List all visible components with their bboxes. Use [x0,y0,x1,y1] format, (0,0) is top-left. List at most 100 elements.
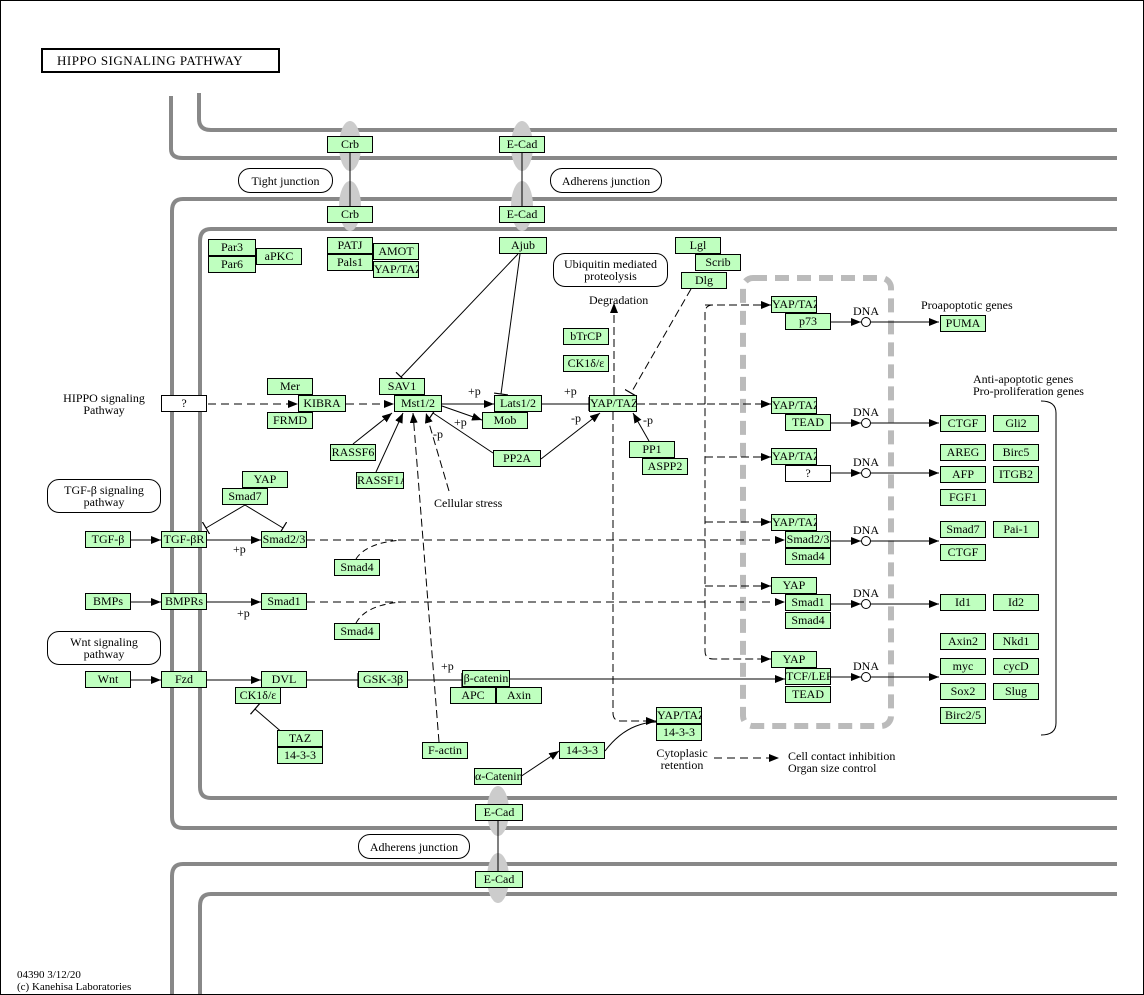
gene-dlg[interactable]: Dlg [681,272,727,289]
gene-n-yt1[interactable]: YAP/TAZ [771,296,817,313]
gene-taz[interactable]: TAZ [277,730,323,747]
gene-hippo-q[interactable]: ? [161,395,207,412]
gene-n-smad1[interactable]: Smad1 [785,594,831,611]
gene-pp2a[interactable]: PP2A [493,450,541,467]
gene-frmd[interactable]: FRMD [267,412,313,429]
gene-n-yap2[interactable]: YAP [771,651,817,668]
gene-gsk3b[interactable]: GSK-3β [358,671,408,688]
adherens-junction-link[interactable]: Adherens junction [550,168,662,193]
gene-smad4-a[interactable]: Smad4 [334,559,380,576]
gene-n-smad4b[interactable]: Smad4 [785,612,831,629]
gene-kibra[interactable]: KIBRA [298,395,346,412]
gene-ctgf1[interactable]: CTGF [940,415,986,432]
gene-yaptaz-amot[interactable]: YAP/TAZ [373,261,419,278]
gene-fgf1[interactable]: FGF1 [940,489,986,506]
gene-n-smad23[interactable]: Smad2/3 [785,531,831,548]
gene-wnt[interactable]: Wnt [85,671,131,688]
gene-axin[interactable]: Axin [496,687,542,704]
gene-lgl[interactable]: Lgl [675,237,721,254]
gene-ck1-b[interactable]: CK1δ/ε [235,687,281,704]
gene-ecad4[interactable]: E-Cad [475,871,523,888]
gene-smad7-t[interactable]: Smad7 [940,521,986,538]
gene-birc5[interactable]: Birc5 [993,444,1039,461]
gene-sox2[interactable]: Sox2 [940,683,986,700]
gene-yaptaz-1433[interactable]: YAP/TAZ [656,707,702,724]
gene-areg[interactable]: AREG [940,444,986,461]
gene-n-tead1[interactable]: TEAD [785,414,831,431]
gene-ajub[interactable]: Ajub [499,237,547,254]
gene-ecad1[interactable]: E-Cad [499,136,545,153]
gene-id2[interactable]: Id2 [993,594,1039,611]
gene-rassf1a[interactable]: RASSF1A [356,472,404,489]
gene-n-yt3[interactable]: YAP/TAZ [771,448,817,465]
gene-acat[interactable]: α-Catenin [474,768,522,785]
gene-n-yap1[interactable]: YAP [771,577,817,594]
gene-n-tead2[interactable]: TEAD [785,686,831,703]
gene-btrcp[interactable]: bTrCP [563,328,609,345]
gene-aspp2[interactable]: ASPP2 [642,458,688,475]
gene-bcat[interactable]: β-catenin [462,670,510,687]
wnt-pathway-link[interactable]: Wnt signaling pathway [47,631,161,665]
gene-mob[interactable]: Mob [482,412,528,429]
gene-nkd1[interactable]: Nkd1 [993,633,1039,650]
gene-yap-s7[interactable]: YAP [242,471,288,488]
gene-scrib[interactable]: Scrib [695,254,741,271]
adherens-junction-bottom-link[interactable]: Adherens junction [358,834,470,859]
gene-ck1-a[interactable]: CK1δ/ε [563,355,609,372]
gene-bmps[interactable]: BMPs [85,593,131,610]
gene-n-q[interactable]: ? [785,465,831,482]
tight-junction-link[interactable]: Tight junction [238,168,333,193]
gene-apc[interactable]: APC [450,687,496,704]
gene-lats[interactable]: Lats1/2 [494,395,542,412]
gene-pai1[interactable]: Pai-1 [993,521,1039,538]
gene-puma[interactable]: PUMA [940,315,986,332]
gene-pals1[interactable]: Pals1 [327,254,373,271]
gene-tgfbr[interactable]: TGF-βR [161,531,207,548]
ubiquitin-proteolysis-link[interactable]: Ubiquitin mediated proteolysis [553,253,668,287]
gene-slug[interactable]: Slug [993,683,1039,700]
gene-ecad2[interactable]: E-Cad [499,206,545,223]
gene-smad4-b[interactable]: Smad4 [334,623,380,640]
gene-ecad3[interactable]: E-Cad [475,804,523,821]
gene-p1433-b[interactable]: 14-3-3 [656,724,702,741]
gene-bmprs[interactable]: BMPRs [161,593,207,610]
gene-smad23[interactable]: Smad2/3 [261,531,307,548]
gene-itgb2[interactable]: ITGB2 [993,466,1039,483]
gene-sav1[interactable]: SAV1 [379,378,425,395]
gene-n-yt2[interactable]: YAP/TAZ [771,397,817,414]
gene-afp[interactable]: AFP [940,466,986,483]
gene-axin2[interactable]: Axin2 [940,633,986,650]
gene-tgfb[interactable]: TGF-β [85,531,131,548]
gene-fzd[interactable]: Fzd [161,671,207,688]
gene-birc25[interactable]: Birc2/5 [940,707,986,724]
gene-crb1[interactable]: Crb [327,136,373,153]
gene-n-smad4a[interactable]: Smad4 [785,548,831,565]
gene-crb2[interactable]: Crb [327,206,373,223]
gene-n-p73[interactable]: p73 [785,313,831,330]
gene-n-yt4[interactable]: YAP/TAZ [771,514,817,531]
gene-patj[interactable]: PATJ [327,237,373,254]
gene-par3[interactable]: Par3 [208,239,256,256]
gene-dvl[interactable]: DVL [261,671,307,688]
gene-p1433-a[interactable]: 14-3-3 [277,747,323,764]
gene-cycd[interactable]: cycD [993,658,1039,675]
gene-yaptaz-main[interactable]: YAP/TAZ [589,395,637,412]
gene-pp1[interactable]: PP1 [629,441,675,458]
tgfb-pathway-link[interactable]: TGF-β signaling pathway [47,479,161,513]
gene-smad1[interactable]: Smad1 [261,593,307,610]
gene-rassf6[interactable]: RASSF6 [330,444,376,461]
gene-factin[interactable]: F-actin [422,742,468,759]
gene-par6[interactable]: Par6 [208,256,256,273]
gene-mer[interactable]: Mer [267,378,313,395]
gene-smad7[interactable]: Smad7 [222,488,268,505]
gene-apkc[interactable]: aPKC [256,248,302,265]
gene-myc[interactable]: myc [940,658,986,675]
gene-amot[interactable]: AMOT [373,243,419,260]
gene-gli2[interactable]: Gli2 [993,415,1039,432]
gene-ctgf2[interactable]: CTGF [940,544,986,561]
gene-id1[interactable]: Id1 [940,594,986,611]
gene-n-tcf[interactable]: TCF/LEF [785,668,831,685]
gene-mst[interactable]: Mst1/2 [394,395,442,412]
gene-p1433-c[interactable]: 14-3-3 [559,742,605,759]
